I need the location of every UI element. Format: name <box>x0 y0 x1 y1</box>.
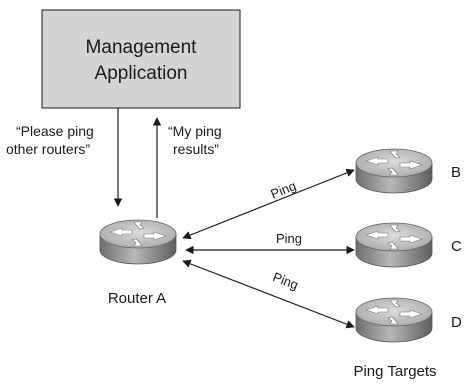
request-label-line2: other routers” <box>6 141 90 157</box>
router-b-icon <box>355 148 433 194</box>
request-label-line1: “Please ping <box>16 123 94 139</box>
management-application-box <box>41 9 241 109</box>
ping-arrow-b <box>182 168 355 240</box>
ping-label-d: Ping <box>271 269 301 292</box>
router-c-icon <box>355 222 433 268</box>
results-label-line1: “My ping <box>168 123 222 139</box>
ping-label-c: Ping <box>276 231 302 246</box>
router-b-letter: B <box>451 164 461 181</box>
ping-targets-label: Ping Targets <box>353 363 436 380</box>
management-box-line1: Management <box>86 37 198 58</box>
results-label-line2: results” <box>173 141 219 157</box>
router-a-label: Router A <box>108 290 166 307</box>
router-d-letter: D <box>451 314 462 331</box>
router-c-letter: C <box>451 238 462 255</box>
ping-arrow-d <box>182 259 355 329</box>
router-a-icon <box>99 219 177 265</box>
router-d-icon <box>355 297 433 343</box>
management-box-line2: Application <box>95 63 188 84</box>
